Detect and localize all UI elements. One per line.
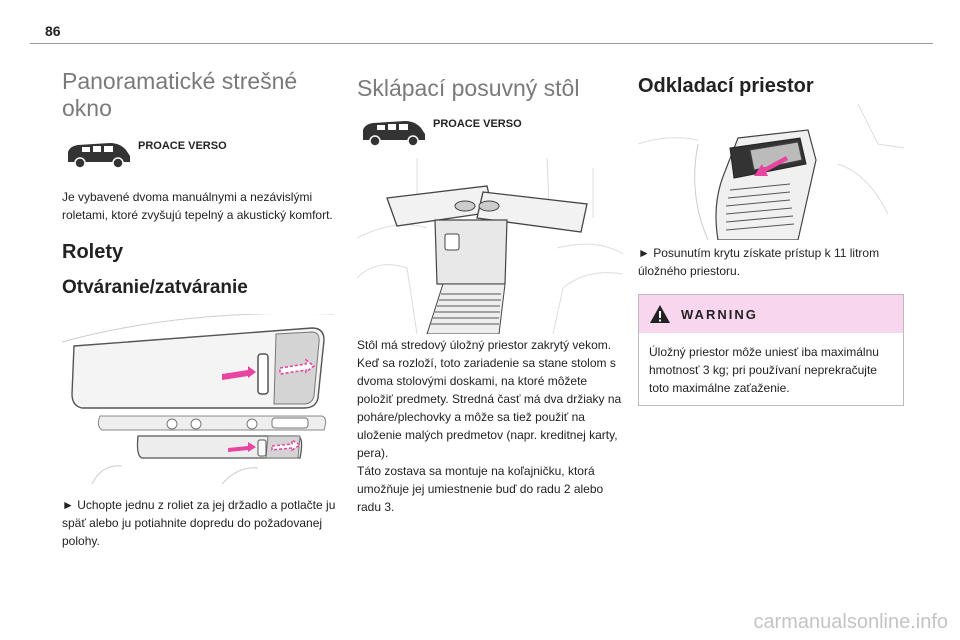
vehicle-badge: PROACE VERSO <box>62 136 338 176</box>
warning-header: WARNING <box>639 295 903 333</box>
column-storage-compartment: Odkladací priestor ► Posunutím krytu zís… <box>638 68 904 406</box>
van-icon <box>68 143 130 169</box>
table-description: Stôl má stredový úložný priestor zakrytý… <box>357 338 622 460</box>
roof-blinds-illustration <box>62 314 334 484</box>
open-close-heading: Otváranie/zatváranie <box>62 277 248 298</box>
warning-text: Úložný priestor môže uniesť iba maximáln… <box>649 345 879 395</box>
vehicle-model: PROACE VERSO <box>138 140 227 152</box>
top-rule <box>30 43 933 44</box>
storage-compartment-illustration <box>638 104 904 240</box>
blind-instruction: ► Uchopte jednu z roliet za jej držadlo … <box>62 498 336 548</box>
roof-intro-text: Je vybavené dvoma manuálnymi a nezávislý… <box>62 190 333 222</box>
column-panoramic-roof: Panoramatické strešné okno PROACE VERSO … <box>62 68 338 550</box>
storage-instruction: ► Posunutím krytu získate prístup k 11 l… <box>638 246 880 278</box>
folding-table-illustration <box>357 158 623 334</box>
table-mounting-text: Táto zostava sa montuje na koľajničku, k… <box>357 464 604 514</box>
van-icon <box>363 121 425 147</box>
vehicle-model: PROACE VERSO <box>433 118 522 130</box>
vehicle-badge: PROACE VERSO <box>357 114 623 154</box>
section-title-folding-table: Sklápací posuvný stôl <box>357 75 580 101</box>
warning-title: WARNING <box>681 306 758 322</box>
section-title-panoramic-roof: Panoramatické strešné okno <box>62 68 298 121</box>
warning-triangle-icon <box>650 305 670 323</box>
page-number: 86 <box>45 23 61 39</box>
watermark: carmanualsonline.info <box>753 611 948 633</box>
section-title-storage: Odkladací priestor <box>638 75 814 97</box>
blinds-heading: Rolety <box>62 241 124 263</box>
warning-box: WARNING Úložný priestor môže uniesť iba … <box>638 294 904 406</box>
column-folding-table: Sklápací posuvný stôl PROACE VERSO Stôl … <box>357 68 623 516</box>
